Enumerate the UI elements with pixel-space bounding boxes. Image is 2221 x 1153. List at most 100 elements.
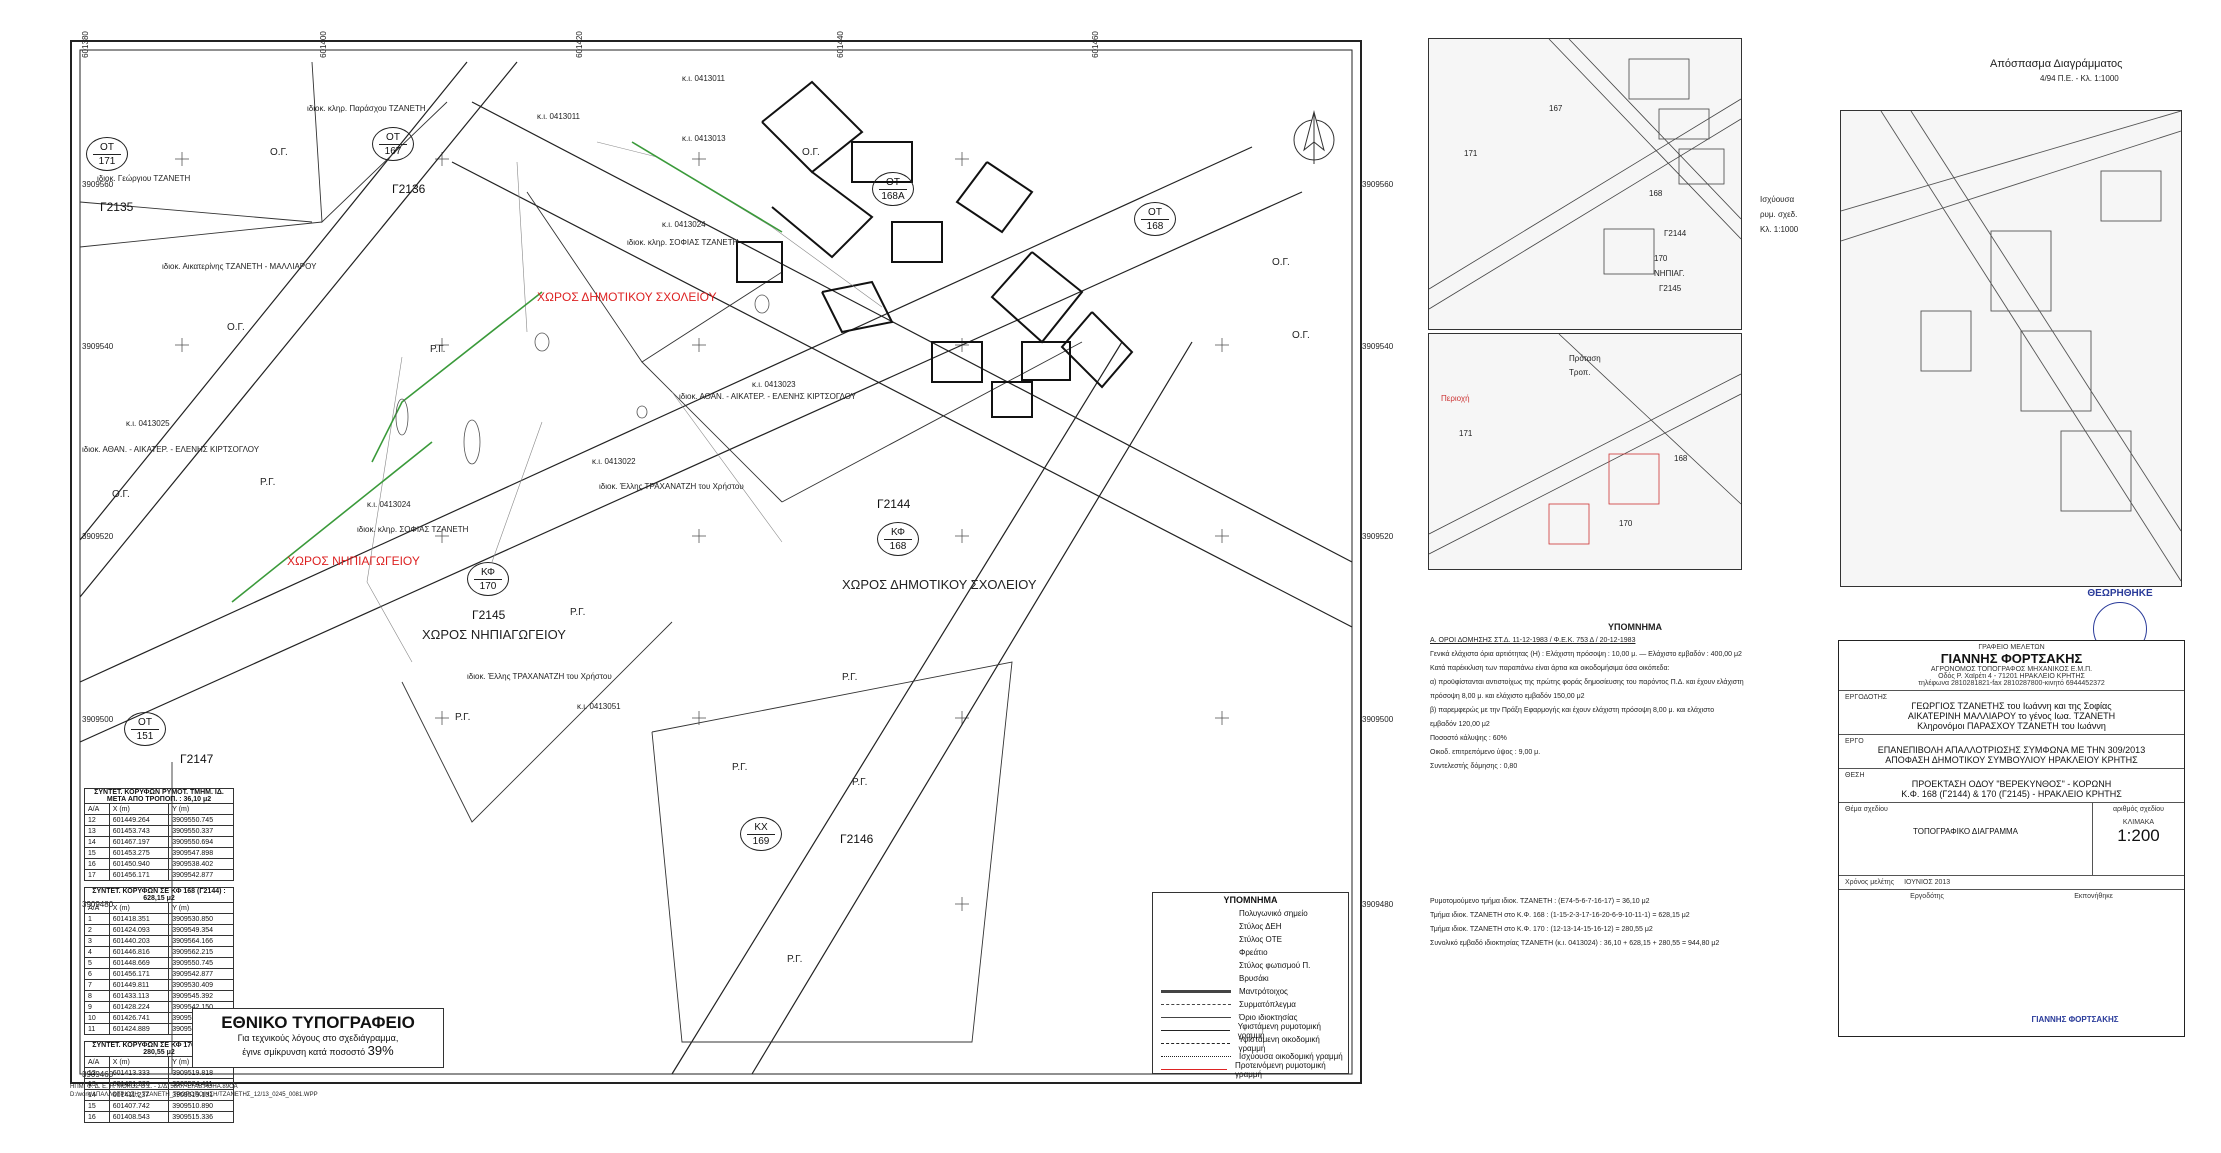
tb-office: ΓΡΑΦΕΙΟ ΜΕΛΕΤΩΝ ΓΙΑΝΝΗΣ ΦΟΡΤΣΑΚΗΣ ΑΓΡΟΝΟ… [1839,641,2184,691]
owner-6: ιδιοκ. ΑΘΑΝ. - ΑΙΚΑΤΕΡ. - ΕΛΕΝΗΣ ΚΙΡΤΣΟΓ… [679,392,857,401]
legend-row-13: Προτεινόμενη ρυμοτομική γραμμή [1153,1061,1348,1079]
tb-location: ΘΕΣΗ ΠΡΟΕΚΤΑΣΗ ΟΔΟΥ "ΒΕΡΕΚΥΝΘΟΣ" - ΚΟΡΩΝ… [1839,769,2184,803]
block-g2135: Γ2135 [100,200,134,214]
road-og-5: Ο.Γ. [112,489,130,500]
road-rg-3: Ρ.Γ. [570,607,586,618]
scan-3-drawing [1841,111,2181,582]
left-coord-1: 3909560 [82,180,114,189]
road-og-4: Ο.Γ. [1292,330,1310,341]
tb-date: Χρόνος μελέτης ΙΟΥΝΙΟΣ 2013 [1839,876,2184,890]
kaek-1: κ.ι. 0413011 [537,112,580,121]
legend-row-8: Συρματόπλεγμα [1153,998,1348,1011]
note-7: Ποσοστό κάλυψης : 60% [1430,735,1507,742]
tb-project: ΕΡΓΟ ΕΠΑΝΕΠΙΒΟΛΗ ΑΠΑΛΛΟΤΡΙΩΣΗΣ ΣΥΜΦΩΝΑ Μ… [1839,735,2184,769]
scan2-label-region: Περιοχή [1441,394,1470,403]
scan2-label-trop: Τροπ. [1569,368,1591,377]
map-drawing [79,49,1353,1075]
stamp-title: ΕΘΝΙΚΟ ΤΥΠΟΓΡΑΦΕΙΟ [221,1013,415,1032]
notes-block: ΥΠΟΜΝΗΜΑ Α. ΟΡΟΙ ΔΟΜΗΣΗΣ ΣΤ.Δ. 11-12-198… [1430,620,1840,774]
legend-row-2: Στύλος ΔΕΗ [1239,922,1282,931]
top-coord-3: 601420 [574,31,584,58]
kaek-8: κ.ι. 0413024 [367,500,411,509]
title-block: ΓΡΑΦΕΙΟ ΜΕΛΕΤΩΝ ΓΙΑΝΝΗΣ ΦΟΡΤΣΑΚΗΣ ΑΓΡΟΝΟ… [1838,640,2185,1037]
area-notes-block: Ρυμοτομούμενο τμήμα ιδιοκ. ΤΖΑΝΕΤΗ : (Ε7… [1430,895,1830,951]
note-1: Γενικά ελάχιστα όρια αρτιότητας (Η) : Ελ… [1430,651,1742,658]
footer-line-1: ΗΠΜ: Φ. Δ. Ε. Η. ΜΘΚΟΣ Ο.Σ. - Σ/Δ: 58/07… [70,1084,238,1090]
road-rg-4: Ρ.Γ. [842,672,858,683]
legend-row-10: Υφιστάμενη ρυμοτομική γραμμή [1153,1022,1348,1040]
area-note-2: Τμήμα ιδιοκ. ΤΖΑΝΕΤΗ στο Κ.Φ. 168 : (1-1… [1430,912,1690,919]
area-note-1: Ρυμοτομούμενο τμήμα ιδιοκ. ΤΖΑΝΕΤΗ : (Ε7… [1430,898,1650,905]
stamp-line2: έγινε σμίκρυνση κατά ποσοστό [242,1047,366,1057]
area-note-3: Τμήμα ιδιοκ. ΤΖΑΝΕΤΗ στο Κ.Φ. 170 : (12-… [1430,926,1653,933]
owner-8: ιδιοκ. κληρ. ΣΟΦΙΑΣ ΤΖΑΝΕΤΗ [357,525,469,534]
road-rg-6: Ρ.Γ. [732,762,748,773]
map-legend: ΥΠΟΜΝΗΜΑ Πολυγωνικό σημείο Στύλος ΔΕΗ Στ… [1152,892,1349,1079]
owner-2: ιδιοκ. Γεώργιου ΤΖΑΝΕΤΗ [97,174,191,183]
road-og-6: Ο.Γ. [1272,257,1290,268]
road-og-1: Ο.Γ. [270,147,288,158]
stamp-line2-wrap: έγινε σμίκρυνση κατά ποσοστό 39% [193,1043,443,1058]
area-note-4: Συνολικό εμβαδό ιδιοκτησίας ΤΖΑΝΕΤΗ (κ.ι… [1430,940,1720,947]
left-coord-2: 3909540 [82,342,114,351]
road-og-2: Ο.Γ. [227,322,245,333]
scan-2-drawing [1429,334,1741,555]
block-g2147: Γ2147 [180,752,214,766]
road-og-3: Ο.Γ. [802,147,820,158]
owner-1: ιδιοκ. κληρ. Παράσχου ΤΖΑΝΕΤΗ [307,104,426,113]
stamp-percent: 39% [367,1043,394,1058]
owner-9: ιδιοκ. Έλλης ΤΡΑΧΑΝΑΤΖΗ του Χρήστου [467,672,612,681]
left-coord-3: 3909520 [82,532,114,541]
block-g2145: Γ2145 [472,608,506,622]
area-label-school: ΧΩΡΟΣ ΔΗΜΟΤΙΚΟΥ ΣΧΟΛΕΙΟΥ [842,577,1037,592]
owner-3: ιδιοκ. Αικατερίνης ΤΖΑΝΕΤΗ - ΜΑΛΛΙΑΡΟΥ [162,262,317,271]
scan1-label-168: 168 [1649,189,1663,198]
scan-extract-1: 171 167 168 Γ2144 170 ΝΗΠΙΑΓ. Γ2145 [1428,38,1742,330]
note-6: εμβαδόν 120,00 μ2 [1430,721,1490,728]
note-9: Συντελεστής δόμησης : 0,80 [1430,763,1518,770]
scan1-label-g2145: Γ2145 [1659,284,1682,293]
scan1-label-nipiag: ΝΗΠΙΑΓ. [1654,269,1685,278]
left-coord-4: 3909500 [82,715,114,724]
owner-5: ιδιοκ. ΑΘΑΝ. - ΑΙΚΑΤΕΡ. - ΕΛΕΝΗΣ ΚΙΡΤΣΟΓ… [82,445,260,454]
top-coord-4: 601440 [835,31,845,58]
scan2-label-171: 171 [1459,429,1473,438]
legend-row-1: Πολυγωνικό σημείο [1239,909,1308,918]
right-coord-4: 3909500 [1362,715,1394,724]
block-g2136: Γ2136 [392,182,426,196]
road-rg-1: Ρ.Γ. [430,344,446,355]
scan2-label-170: 170 [1619,519,1633,528]
kaek-3: κ.ι. 0413013 [682,134,726,143]
top-coord-1: 601380 [80,31,90,58]
owner-4: ιδιοκ. κληρ. ΣΟΦΙΑΣ ΤΖΑΝΕΤΗ [627,238,739,247]
legend-row-7: Μαντρότοιχος [1153,985,1348,998]
legend-title: ΥΠΟΜΝΗΜΑ [1223,895,1278,905]
owner-7: ιδιοκ. Έλλης ΤΡΑΧΑΝΑΤΖΗ του Χρήστου [599,482,744,491]
notes-subtitle: Α. ΟΡΟΙ ΔΟΜΗΣΗΣ ΣΤ.Δ. 11-12-1983 / Φ.Ε.Κ… [1430,637,1636,644]
scan1-label-170: 170 [1654,254,1668,263]
kaek-7: κ.ι. 0413022 [592,457,636,466]
tb-client: ΕΡΓΟΔΟΤΗΣ ΓΕΩΡΓΙΟΣ ΤΖΑΝΕΤΗΣ του Ιωάννη κ… [1839,691,2184,735]
printing-office-stamp: ΕΘΝΙΚΟ ΤΥΠΟΓΡΑΦΕΙΟ Για τεχνικούς λόγους … [192,1008,444,1068]
kaek-2: κ.ι. 0413011 [682,74,725,83]
notes-title: ΥΠΟΜΝΗΜΑ [1608,622,1662,632]
tb-drawing: Θέμα σχεδίου ΤΟΠΟΓΡΑΦΙΚΟ ΔΙΑΓΡΑΜΜΑ αριθμ… [1839,803,2184,876]
scan1-label-g2144: Γ2144 [1664,229,1687,238]
block-g2146: Γ2146 [840,832,874,846]
scan2-label-168: 168 [1674,454,1688,463]
right-coord-3: 3909520 [1362,532,1394,541]
scan-top-note: Απόσπασμα Διαγράμματος [1990,58,2123,70]
top-coord-5: 601460 [1090,31,1100,58]
kaek-5: κ.ι. 0413025 [126,419,170,428]
tb-drawing-title-cell: Θέμα σχεδίου ΤΟΠΟΓΡΑΦΙΚΟ ΔΙΑΓΡΑΜΜΑ [1839,803,2093,875]
right-coord-2: 3909540 [1362,342,1394,351]
legend-row-5: Στύλος φωτισμού Π. [1239,961,1311,970]
main-map-sheet: 601380 601400 601420 601440 601460 39095… [70,31,1393,1123]
right-coord-5: 3909480 [1362,900,1394,909]
note-5: β) παρεμφερώς με την Πράξη Εφαρμογής και… [1430,707,1715,714]
legend-row-9: Όριο ιδιοκτησίας [1153,1011,1348,1024]
